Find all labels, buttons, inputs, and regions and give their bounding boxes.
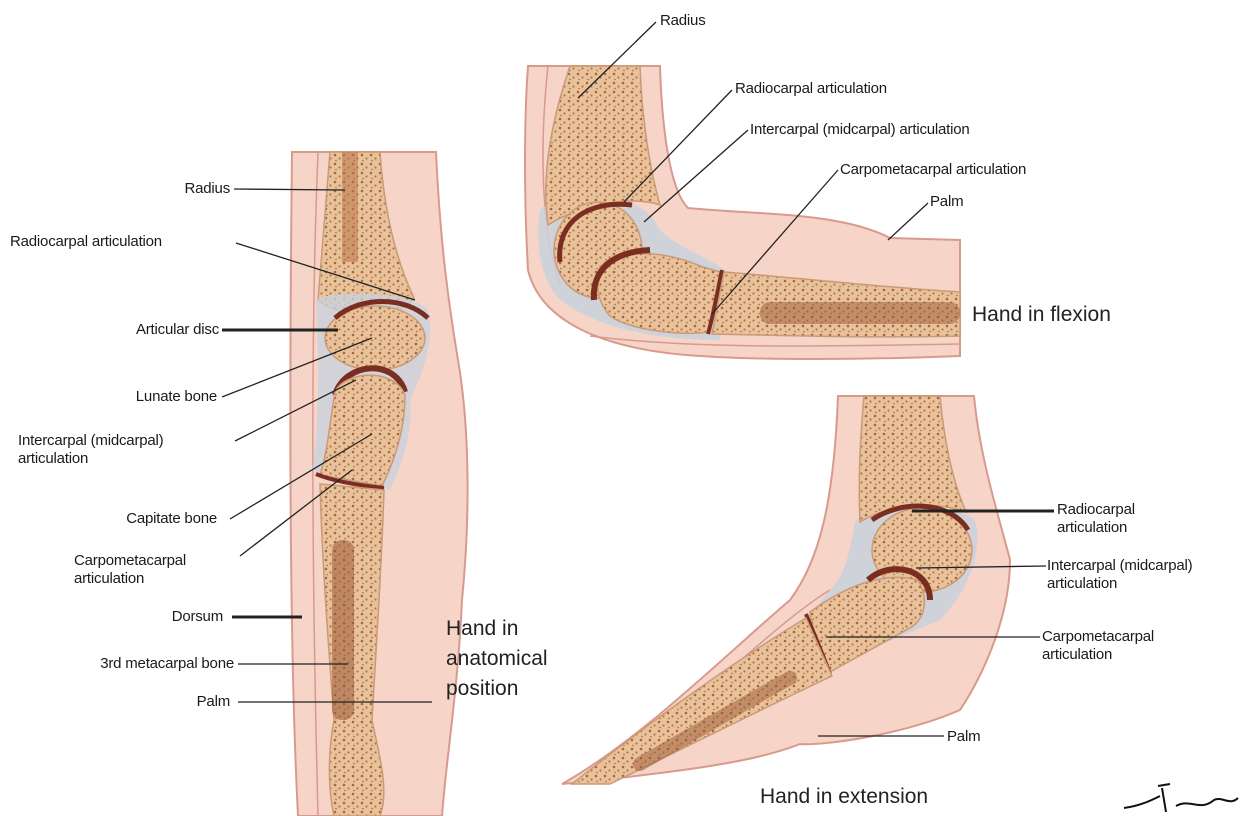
label-radius: Radius [185, 180, 231, 198]
label-radiocarpal-flexion: Radiocarpal articulation [735, 80, 887, 98]
caption-anatomical-position: Hand in anatomical position [446, 614, 548, 704]
label-3rd-metacarpal-bone: 3rd metacarpal bone [100, 655, 234, 673]
label-dorsum: Dorsum [172, 608, 223, 626]
caption-hand-in-flexion: Hand in flexion [972, 300, 1111, 330]
label-intercarpal-articulation: Intercarpal (midcarpal)articulation [18, 432, 163, 468]
label-radius-flexion: Radius [660, 12, 706, 30]
label-palm-flexion: Palm [930, 193, 963, 211]
label-palm-extension: Palm [947, 728, 980, 746]
label-intercarpal-extension: Intercarpal (midcarpal)articulation [1047, 557, 1192, 593]
label-carpometacarpal-flexion: Carpometacarpal articulation [840, 161, 1026, 179]
logo-mark [1124, 784, 1238, 812]
extension-figure [562, 396, 1010, 784]
label-articular-disc: Articular disc [136, 321, 219, 339]
caption-hand-in-extension: Hand in extension [760, 782, 928, 812]
flexion-figure [525, 66, 960, 359]
label-lunate-bone: Lunate bone [136, 388, 217, 406]
label-palm-anatomical: Palm [197, 693, 230, 711]
anatomical-position-figure [290, 152, 467, 816]
label-capitate-bone: Capitate bone [126, 510, 217, 528]
label-intercarpal-flexion: Intercarpal (midcarpal) articulation [750, 121, 970, 139]
label-radiocarpal-articulation: Radiocarpal articulation [10, 233, 162, 251]
